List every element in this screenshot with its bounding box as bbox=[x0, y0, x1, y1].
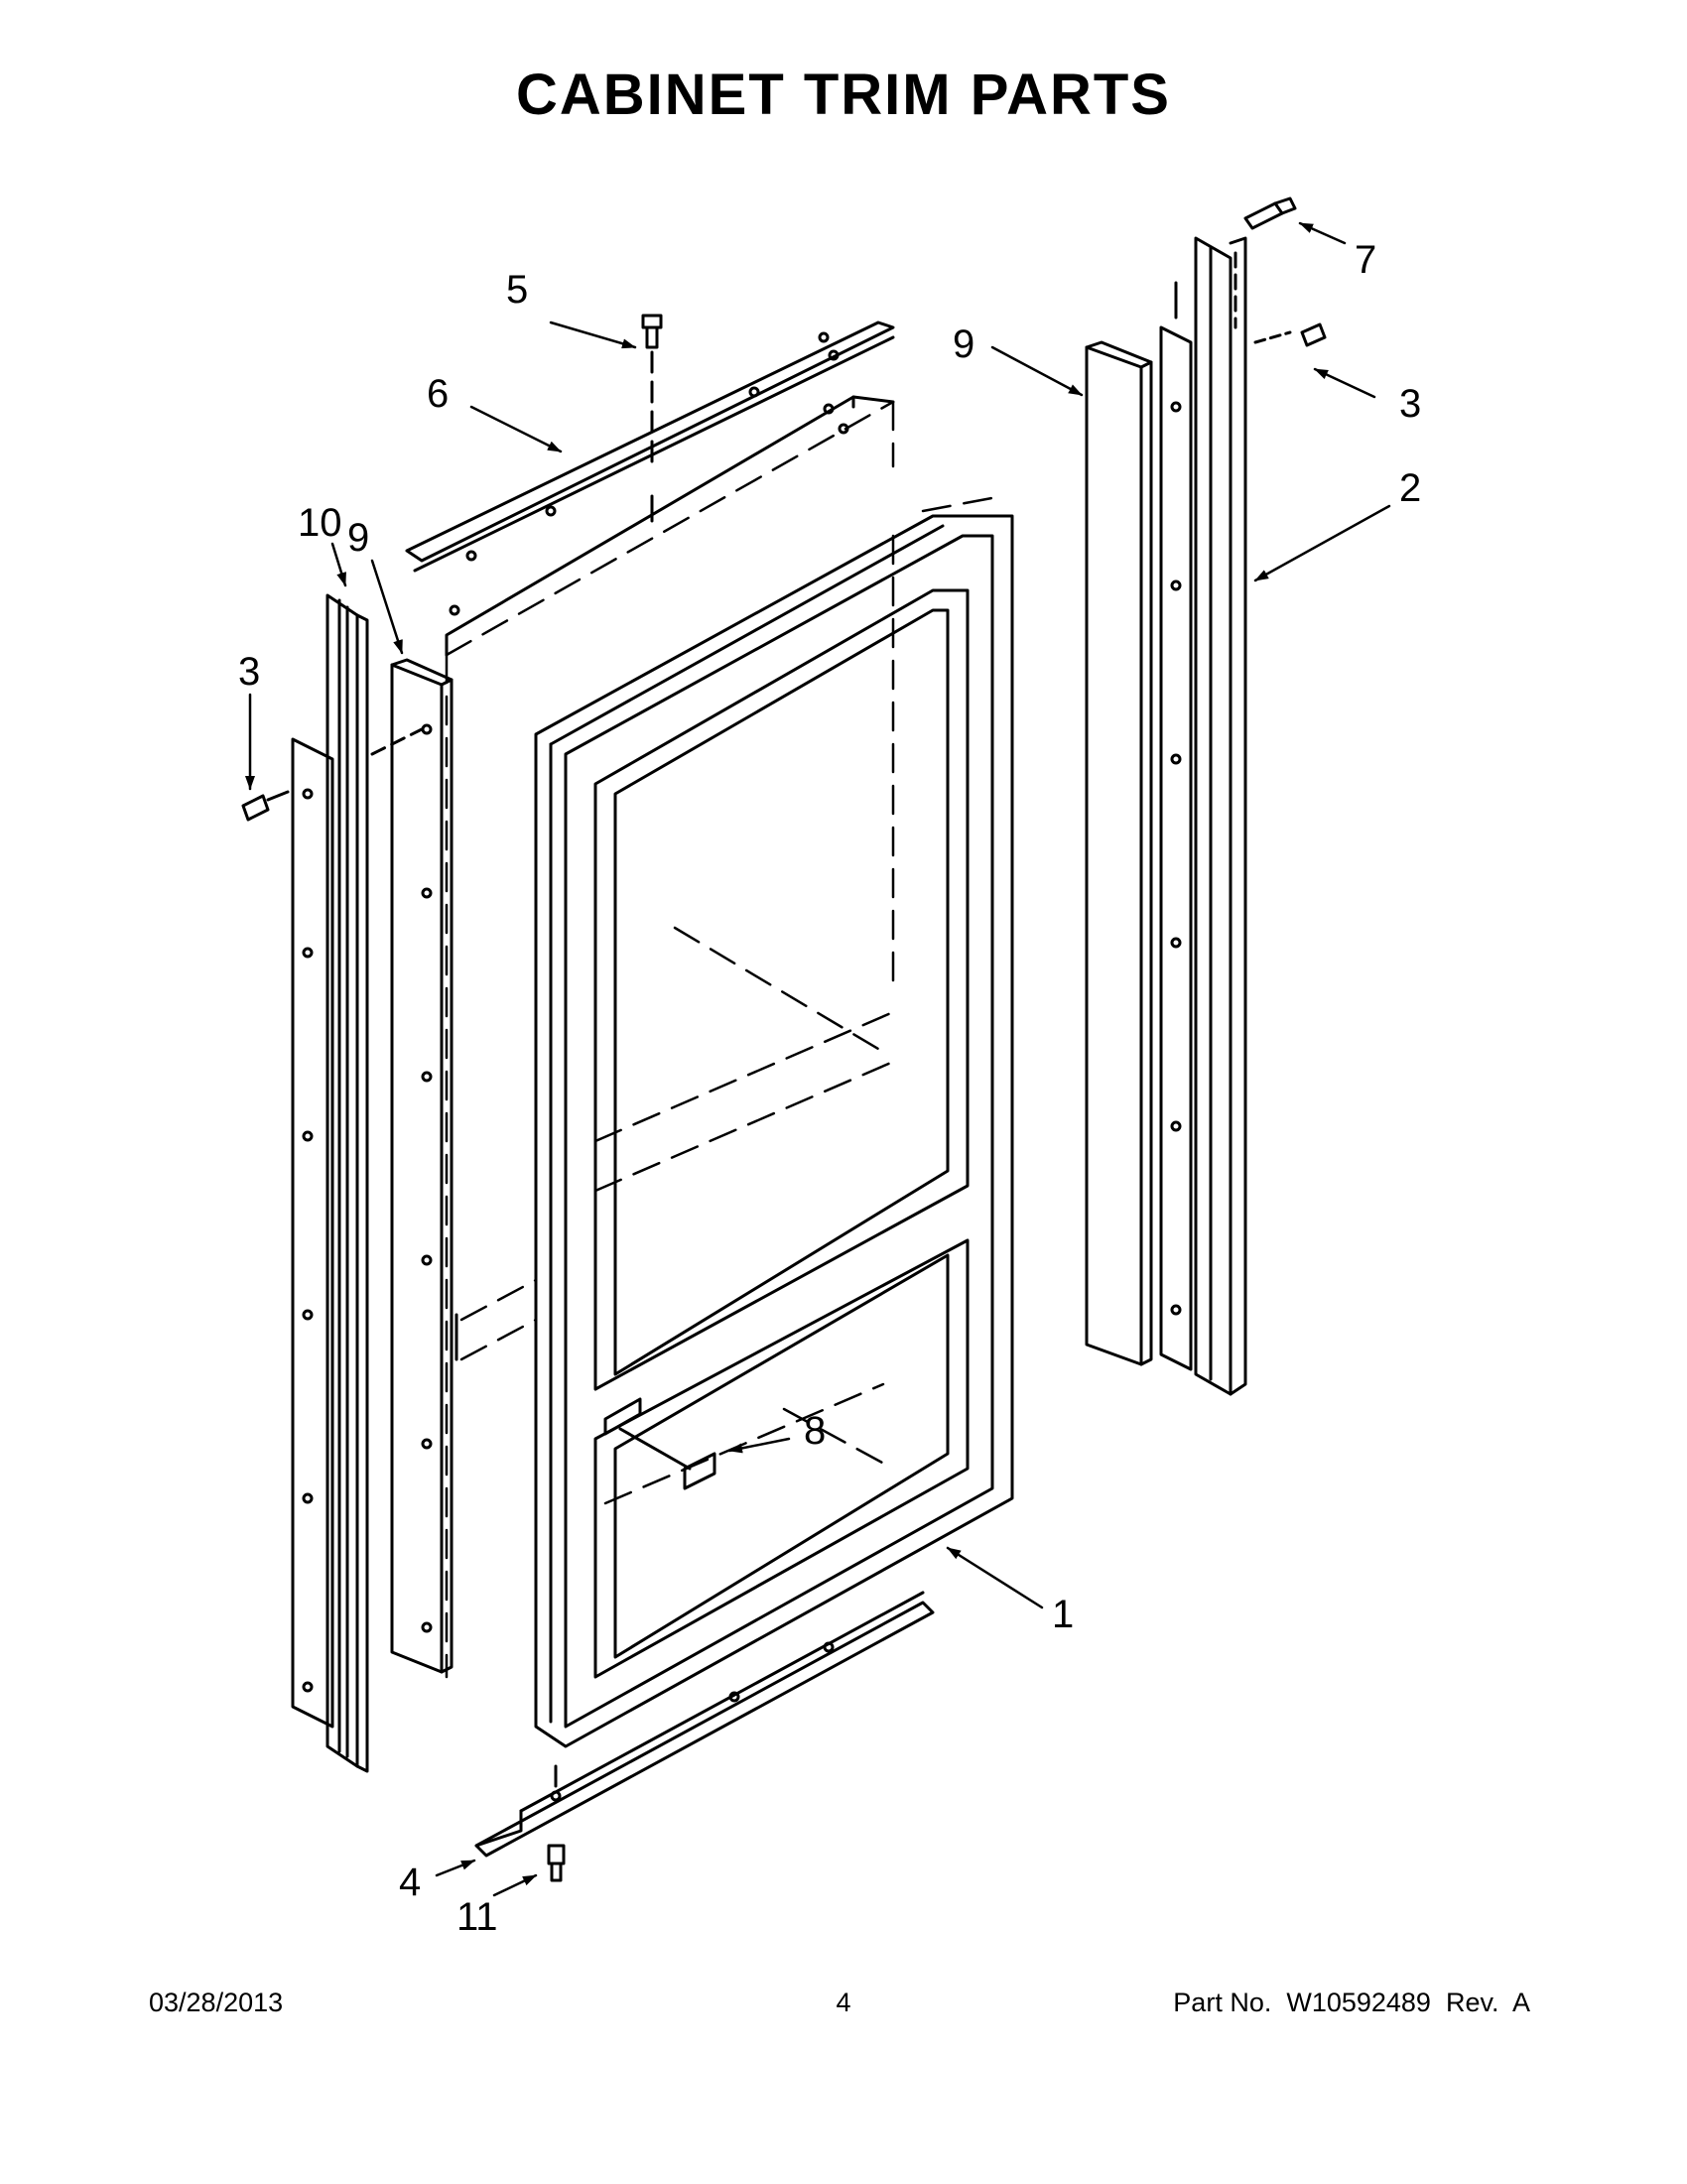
callout-1: 1 bbox=[1052, 1593, 1074, 1636]
footer-part-number: Part No. W10592489 Rev. A bbox=[1173, 1988, 1530, 2017]
footer-page-number: 4 bbox=[836, 1988, 851, 2017]
callout-9-left: 9 bbox=[347, 516, 369, 560]
callout-9-right: 9 bbox=[953, 322, 974, 366]
footer-date: 03/28/2013 bbox=[149, 1988, 284, 2017]
cabinet-outline bbox=[445, 400, 1004, 1679]
front-frame bbox=[534, 514, 1014, 1748]
callout-5: 5 bbox=[506, 268, 528, 312]
right-screw bbox=[1253, 322, 1327, 347]
callout-10: 10 bbox=[298, 501, 342, 545]
callout-6: 6 bbox=[427, 372, 449, 416]
right-filler-strip bbox=[1085, 340, 1153, 1366]
callout-labels: 1 2 3 3 4 5 6 7 8 9 9 10 11 bbox=[238, 238, 1421, 1939]
left-screw bbox=[241, 790, 290, 822]
callout-3-right: 3 bbox=[1399, 382, 1421, 426]
left-filler-strip bbox=[370, 658, 458, 1674]
callout-8: 8 bbox=[804, 1409, 826, 1453]
right-trim-channel bbox=[1174, 236, 1247, 1396]
page-title: CABINET TRIM PARTS bbox=[515, 63, 1171, 127]
left-trim-channel bbox=[325, 593, 369, 1773]
leader-lines bbox=[245, 221, 1391, 1897]
bottom-bracket bbox=[474, 1591, 935, 1858]
top-screw bbox=[641, 314, 663, 523]
right-top-pin bbox=[1243, 196, 1297, 230]
callout-2: 2 bbox=[1399, 466, 1421, 510]
top-mounting-bracket bbox=[405, 321, 895, 657]
callout-11: 11 bbox=[456, 1895, 498, 1939]
callout-7: 7 bbox=[1355, 238, 1376, 282]
bottom-screw bbox=[547, 1844, 566, 1882]
badge-part bbox=[603, 1397, 716, 1490]
right-side-trim bbox=[1159, 325, 1193, 1371]
left-side-trim bbox=[291, 737, 334, 1729]
callout-4: 4 bbox=[399, 1861, 421, 1904]
callout-3-left: 3 bbox=[238, 650, 260, 694]
